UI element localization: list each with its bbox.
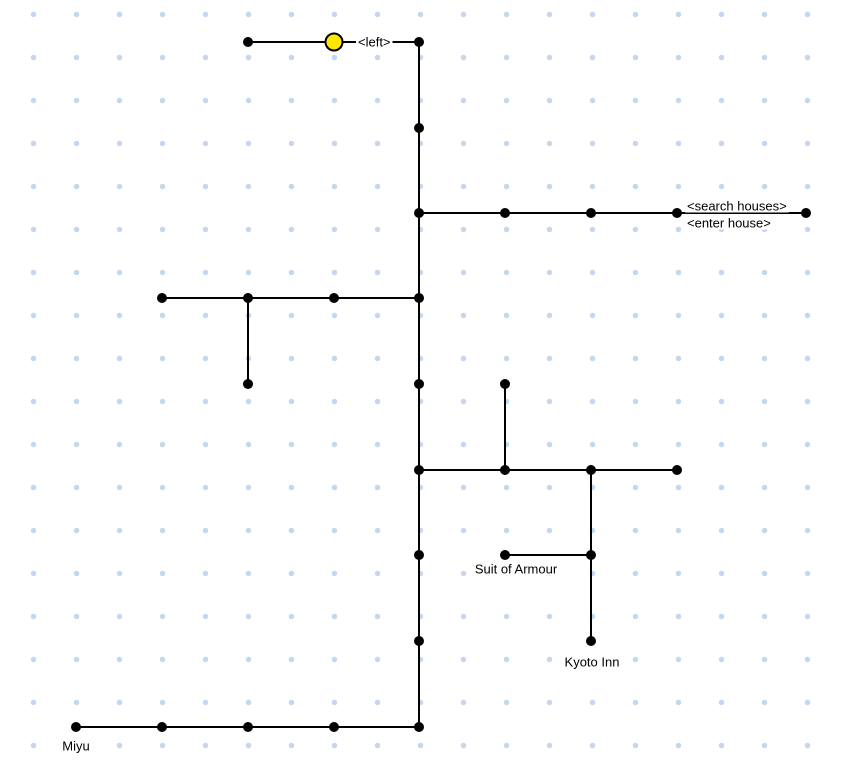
map-node [672,208,682,218]
map-node [586,465,596,475]
map-node [71,722,81,732]
current-position-node [324,32,344,52]
map-node [243,379,253,389]
map-label: <search houses> [687,199,787,214]
map-node [414,722,424,732]
map-node [586,208,596,218]
map-node [243,722,253,732]
map-label: Kyoto Inn [565,655,620,670]
map-node [414,636,424,646]
map-label: <enter house> [687,216,771,231]
map-node [414,123,424,133]
map-label-halo [685,216,773,230]
map-node [414,379,424,389]
map-node [586,636,596,646]
map-node [500,208,510,218]
map-label: Suit of Armour [475,562,558,577]
map-label-halo [356,35,393,49]
map-label-halo [60,739,92,753]
map-node [414,465,424,475]
map-node [500,379,510,389]
map-node [329,722,339,732]
map-label-halo [562,655,622,669]
map-label-halo [685,199,789,213]
map-node [801,208,811,218]
map-label: <left> [358,35,391,50]
map-node [500,550,510,560]
map-node [329,293,339,303]
map-node [672,465,682,475]
map-node [157,293,167,303]
map-node [414,208,424,218]
map-node [414,550,424,560]
map-label: Miyu [62,739,89,754]
map-node [500,465,510,475]
map-node [157,722,167,732]
map-node [243,293,253,303]
map-node [414,37,424,47]
map-node [586,550,596,560]
map-node [243,37,253,47]
map-node [414,293,424,303]
map-label-halo [472,562,560,576]
